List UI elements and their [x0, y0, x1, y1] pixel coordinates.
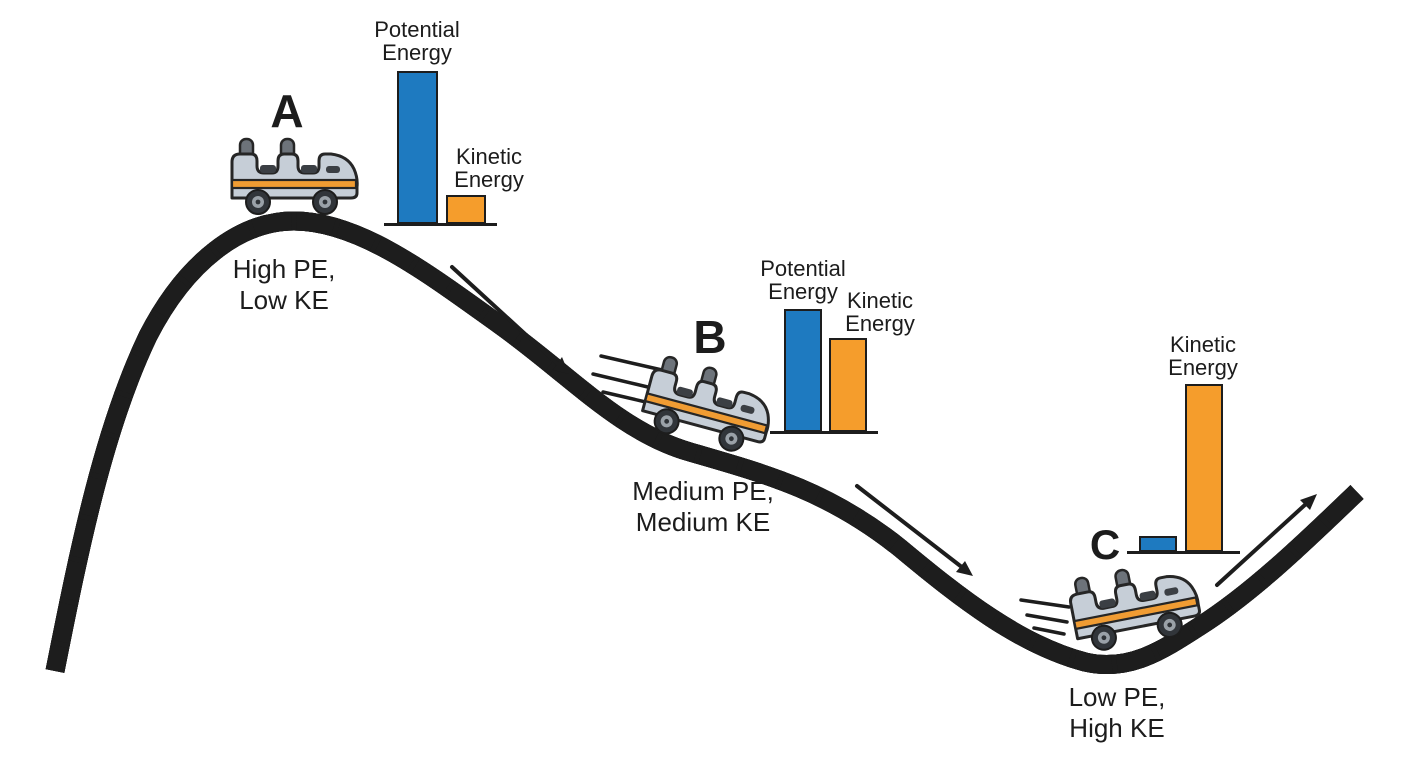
speed-lines-b	[591, 354, 664, 405]
caption-b: Medium PE, Medium KE	[598, 476, 808, 538]
caption-c: Low PE, High KE	[1012, 682, 1222, 744]
ke-label-a: Kinetic Energy	[424, 145, 554, 191]
roller-coaster-track	[55, 211, 1357, 671]
potential-energy-bar-c	[1139, 536, 1177, 552]
caption-b-line2: Medium KE	[635, 507, 771, 537]
ke-label-b-line1: Kinetic	[846, 288, 914, 313]
point-letter-c: C	[1089, 521, 1121, 568]
pe-label-a: Potential Energy	[352, 18, 482, 64]
bar-baseline-c	[1127, 551, 1240, 554]
energy-bars-a: Potential Energy Kinetic Energy	[350, 15, 545, 235]
ke-label-a-line2: Energy	[454, 167, 524, 192]
caption-c-line2: High KE	[1069, 713, 1165, 743]
pe-label-b-line1: Potential	[760, 256, 846, 281]
caption-c-line1: Low PE,	[1068, 682, 1166, 712]
energy-bars-c: Kinetic Energy	[1080, 330, 1275, 556]
arrow-up-slope	[1215, 494, 1317, 587]
arrow-a-to-b	[450, 265, 569, 374]
kinetic-energy-bar-c	[1185, 384, 1223, 552]
kinetic-energy-bar-b	[829, 338, 867, 432]
bar-baseline-b	[770, 431, 878, 434]
bar-baseline-a	[384, 223, 497, 226]
potential-energy-bar-b	[784, 309, 822, 432]
caption-b-line1: Medium PE,	[632, 476, 774, 506]
ke-label-c-line2: Energy	[1168, 355, 1238, 380]
ke-label-b-line2: Energy	[845, 311, 915, 336]
energy-bars-b: Potential Energy Kinetic Energy	[750, 255, 945, 440]
caption-a: High PE, Low KE	[179, 254, 389, 316]
caption-a-line1: High PE,	[232, 254, 336, 284]
arrow-b-to-c	[855, 484, 973, 576]
ke-label-b: Kinetic Energy	[815, 289, 945, 335]
cart-a	[230, 137, 359, 216]
caption-a-line2: Low KE	[239, 285, 329, 315]
pe-label-b: Potential Energy	[738, 257, 868, 303]
speed-lines-c	[1019, 598, 1071, 636]
pe-label-a-line1: Potential	[374, 17, 460, 42]
ke-label-c-line1: Kinetic	[1169, 332, 1237, 357]
pe-label-a-line2: Energy	[382, 40, 452, 65]
pe-label-b-line2: Energy	[768, 279, 838, 304]
ke-label-a-line1: Kinetic	[455, 144, 523, 169]
potential-energy-bar-a	[397, 71, 438, 224]
ke-label-c: Kinetic Energy	[1138, 333, 1268, 379]
point-letter-b: B	[693, 311, 727, 363]
kinetic-energy-bar-a	[446, 195, 486, 224]
point-letter-a: A	[270, 85, 304, 137]
